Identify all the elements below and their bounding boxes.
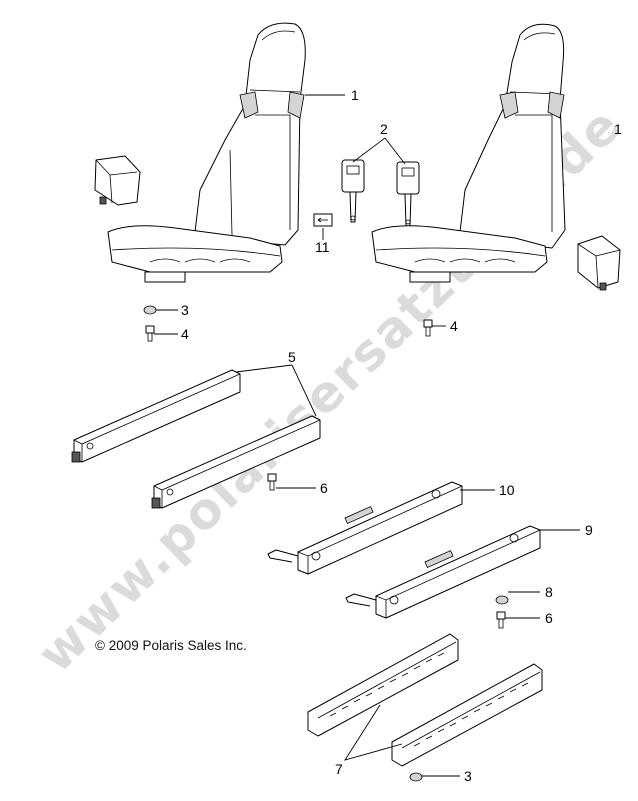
callout-1-left: 1 (351, 87, 359, 103)
nut-3-bottom (409, 772, 423, 782)
callout-10: 10 (499, 482, 515, 498)
slider-rail-10 (267, 481, 463, 575)
bolt-6-upper (267, 473, 277, 491)
nut-3-left (143, 305, 157, 315)
callout-5: 5 (288, 349, 296, 365)
bolt-4-right (423, 319, 433, 337)
leader-lines (154, 94, 580, 777)
seat-belt-buckle-2 (396, 161, 420, 227)
callout-3-bottom: 3 (464, 768, 472, 784)
seat-right (371, 23, 566, 283)
callout-4-left: 4 (181, 326, 189, 342)
slider-rail-9 (345, 525, 541, 619)
nut-8 (495, 595, 509, 605)
callout-2: 2 (380, 121, 388, 137)
callout-6-upper: 6 (320, 480, 328, 496)
seat-belt-buckle-1 (341, 159, 365, 223)
seat-rail-5-lower (151, 415, 321, 509)
headrest-cover-left (94, 155, 141, 206)
callout-11: 11 (315, 239, 330, 255)
seat-left (107, 22, 306, 283)
callout-6-lower: 6 (545, 610, 553, 626)
callout-1-right: 1 (614, 121, 622, 137)
callout-7: 7 (335, 761, 343, 777)
headrest-cover-right (577, 235, 621, 291)
bolt-4-left (145, 325, 155, 342)
callout-4-right: 4 (450, 318, 458, 334)
copyright-notice: © 2009 Polaris Sales Inc. (95, 638, 247, 653)
seat-rail-5-upper (71, 369, 241, 463)
callout-9: 9 (585, 522, 593, 538)
mounting-track-7-lower (391, 663, 543, 767)
callout-8: 8 (545, 584, 553, 600)
callout-3-left: 3 (181, 302, 189, 318)
decal-11 (313, 213, 333, 227)
mounting-track-7-upper (307, 633, 459, 737)
bolt-6-lower (496, 611, 506, 629)
